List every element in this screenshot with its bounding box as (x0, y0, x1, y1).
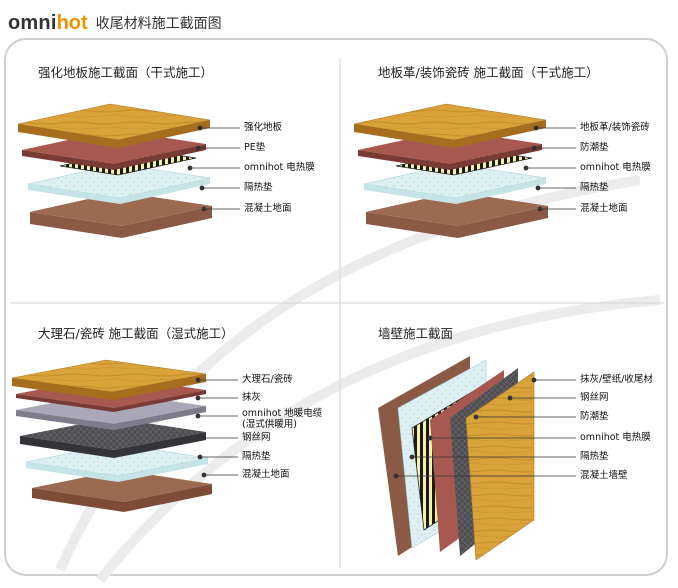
panel-2-label-heating-film: omnihot 电热膜 (580, 162, 651, 173)
panel-1-layers (17, 103, 212, 238)
brand-logo-omni: omni (8, 11, 57, 34)
panel-4-label-heating-film: omnihot 电热膜 (580, 432, 651, 443)
panel-1-label-insulation: 隔热垫 (244, 182, 273, 193)
panel-2-title: 地板革/装饰瓷砖 施工截面（干式施工） (378, 65, 599, 80)
panel-4-layers (378, 356, 535, 561)
panel-3-layers (11, 359, 212, 512)
panel-4-label-wire-mesh: 钢丝网 (580, 392, 609, 403)
panel-2-label-moisture-pad: 防潮垫 (580, 142, 609, 153)
panel-1-title: 强化地板施工截面（干式施工） (38, 65, 214, 80)
panel-2-label-floor-leather: 地板革/装饰瓷砖 (580, 122, 650, 133)
panel-3-label-plaster: 抹灰 (242, 392, 262, 403)
panel-3-label-heating-cable: omnihot 地暖电缆 (242, 408, 323, 419)
panel-4-label-concrete-wall: 混凝土墙壁 (580, 470, 628, 481)
panel-2-label-insulation: 隔热垫 (580, 182, 609, 193)
panel-1-label-heating-film: omnihot 电热膜 (244, 162, 315, 173)
brand-logo-hot: hot (56, 11, 88, 34)
leader-lines (187, 125, 576, 479)
panel-3-label-wire-mesh: 钢丝网 (242, 432, 271, 443)
panel-4-label-moisture-pad: 防潮垫 (580, 411, 609, 422)
panel-3-title: 大理石/瓷砖 施工截面（湿式施工） (38, 326, 234, 341)
panel-1-label-pe-pad: PE垫 (244, 142, 266, 153)
panel-1-label-concrete: 混凝土地面 (244, 203, 292, 214)
panel-3-label-insulation: 隔热垫 (242, 451, 271, 462)
panel-4-label-finish: 抹灰/壁纸/收尾材 (580, 374, 653, 385)
panel-3-label-concrete: 混凝土地面 (242, 469, 290, 480)
page-title: 收尾材料施工截面图 (95, 16, 222, 32)
panel-3-label-wet-heating: (湿式供暖用) (242, 419, 297, 430)
diagram-frame (4, 38, 668, 576)
panel-1-label-laminate: 强化地板 (244, 122, 283, 133)
panel-3-label-marble: 大理石/瓷砖 (242, 374, 293, 385)
panel-2-label-concrete: 混凝土地面 (580, 203, 628, 214)
panel-4-title: 墙壁施工截面 (378, 326, 454, 341)
panel-2-layers (353, 103, 548, 238)
panel-4-label-insulation: 隔热垫 (580, 451, 609, 462)
